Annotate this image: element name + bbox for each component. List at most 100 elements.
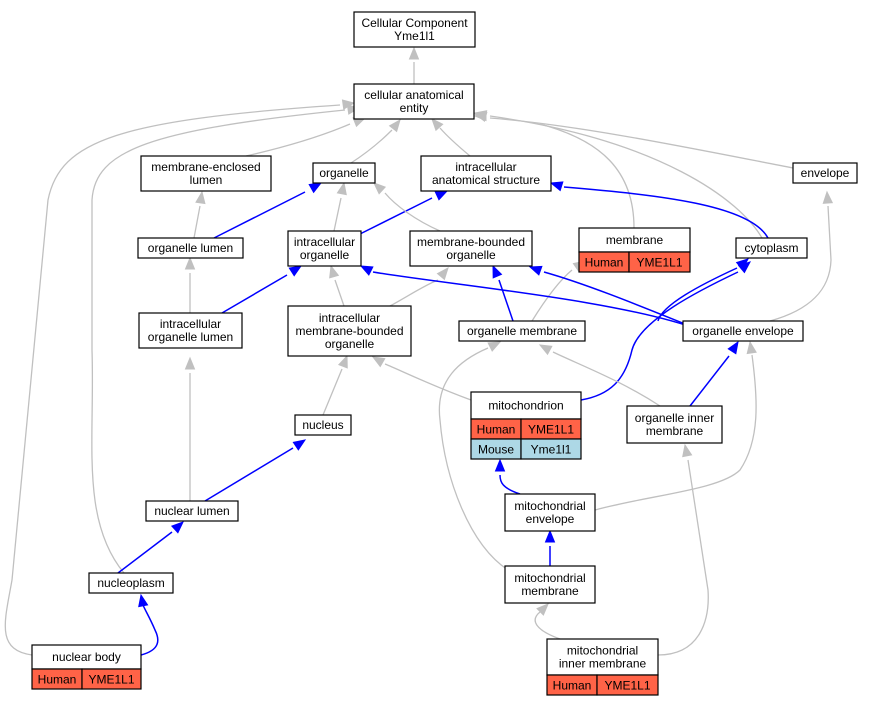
node-label-mim: mitochondrial (567, 644, 638, 658)
edges-layer (4, 46, 834, 656)
node-oenv[interactable]: organelle envelope (682, 320, 804, 342)
node-box-omem (458, 320, 586, 342)
node-nucleoplasm[interactable]: nucleoplasm (88, 572, 174, 594)
node-box-root (353, 11, 476, 48)
node-cytoplasm[interactable]: cytoplasm (735, 237, 808, 259)
node-label-olumen: organelle lumen (148, 241, 233, 255)
edge-omem-mbo (498, 279, 514, 322)
edge-nbody-cae (4, 104, 341, 656)
arrowhead-oim-oenv (727, 340, 739, 355)
node-organelle[interactable]: organelle (312, 162, 376, 184)
node-nlumen[interactable]: nuclear lumen (145, 500, 239, 522)
node-label-organelle: organelle (319, 166, 369, 180)
edge-oenv-cytoplasm (657, 267, 738, 322)
node-label-cae: entity (400, 101, 429, 115)
arrowhead-organelle-cae (388, 118, 401, 133)
node-box-menv (504, 493, 596, 532)
node-nucleus[interactable]: nucleus (294, 414, 352, 436)
gene-cell (81, 668, 142, 690)
node-label-mmem: membrane (521, 584, 579, 598)
node-box-mmem (504, 565, 596, 604)
edge-iorg-organelle (333, 197, 342, 232)
node-label-oenv: organelle envelope (692, 324, 794, 338)
node-box-mel (140, 155, 272, 192)
node-omem[interactable]: organelle membrane (458, 320, 586, 342)
node-box-nlumen (145, 500, 239, 522)
edge-ias-cae (439, 127, 471, 157)
node-label-membrane: membrane (606, 233, 664, 247)
node-box-iorg (287, 230, 362, 267)
edge-mim-oim (657, 459, 709, 656)
gene-cell (596, 674, 659, 696)
arrowhead-menv-mito (494, 458, 506, 472)
node-label-iorg: organelle (300, 248, 350, 262)
node-label-mbo: membrane-bounded (417, 235, 525, 249)
node-label-nbody: nuclear body (52, 650, 121, 664)
edge-oenv-envelope (769, 205, 832, 322)
arrowhead-iol-olumen (184, 256, 196, 270)
node-box-oenv (682, 320, 804, 342)
node-label-mel: membrane-enclosed (151, 160, 260, 174)
arrowhead-cytoplasm-ias (549, 181, 564, 192)
edge-imbo-mbo (389, 279, 439, 307)
arrowhead-olumen-organelle (308, 182, 323, 194)
arrowhead-oenv-envelope (822, 190, 834, 204)
node-olumen[interactable]: organelle lumen (137, 237, 244, 259)
node-label-omem: organelle membrane (467, 324, 577, 338)
edge-organelle-cae (350, 129, 393, 164)
edge-nbody-nucleoplasm (140, 604, 159, 656)
arrowhead-nbody-nucleoplasm (138, 593, 149, 608)
arrowhead-mmem-omem (487, 341, 502, 352)
edge-iorg-ias (359, 197, 433, 235)
arrowhead-iol-iorg (288, 265, 303, 277)
node-label-nucleoplasm: nucleoplasm (97, 576, 164, 590)
node-label-iol: intracellular (160, 317, 221, 331)
arrowhead-iorg-ias (434, 190, 449, 201)
arrowhead-mito-imbo (371, 356, 386, 368)
node-label-ias: intracellular (455, 160, 516, 174)
node-label-iol: organelle lumen (148, 330, 233, 344)
node-envelope[interactable]: envelope (792, 162, 858, 184)
edge-menv-oenv (594, 354, 757, 511)
node-label-ias: anatomical structure (432, 173, 540, 187)
edge-mel-cae (245, 123, 351, 157)
node-label-iorg: intracellular (294, 235, 355, 249)
node-label-imbo: intracellular (319, 311, 380, 325)
arrowhead-nlumen-nucleus (292, 439, 307, 451)
annotation-gene: YME1L1 (88, 673, 134, 687)
edge-mbo-organelle (384, 192, 441, 232)
annotation-species: Human (553, 679, 592, 693)
arrowhead-cytoplasm-cae (473, 110, 488, 121)
node-box-oim (626, 405, 723, 444)
gene-cell (520, 438, 582, 460)
node-box-cytoplasm (735, 237, 808, 259)
arrowhead-iorg-organelle (336, 181, 347, 196)
node-box-olumen (137, 237, 244, 259)
node-box-iol (138, 312, 243, 349)
arrowhead-mim-mmem (536, 603, 549, 616)
annotation-gene: Yme1l1 (531, 443, 572, 457)
node-box-nucleus (294, 414, 352, 436)
edge-nlumen-nucleus (204, 447, 294, 502)
edge-menv-mito (499, 474, 521, 495)
arrowhead-oenv-mbo (528, 265, 543, 276)
arrowhead-nucleus-imbo (337, 354, 348, 369)
annotation-species: Human (585, 256, 624, 270)
node-label-root: Yme1l1 (394, 29, 435, 43)
